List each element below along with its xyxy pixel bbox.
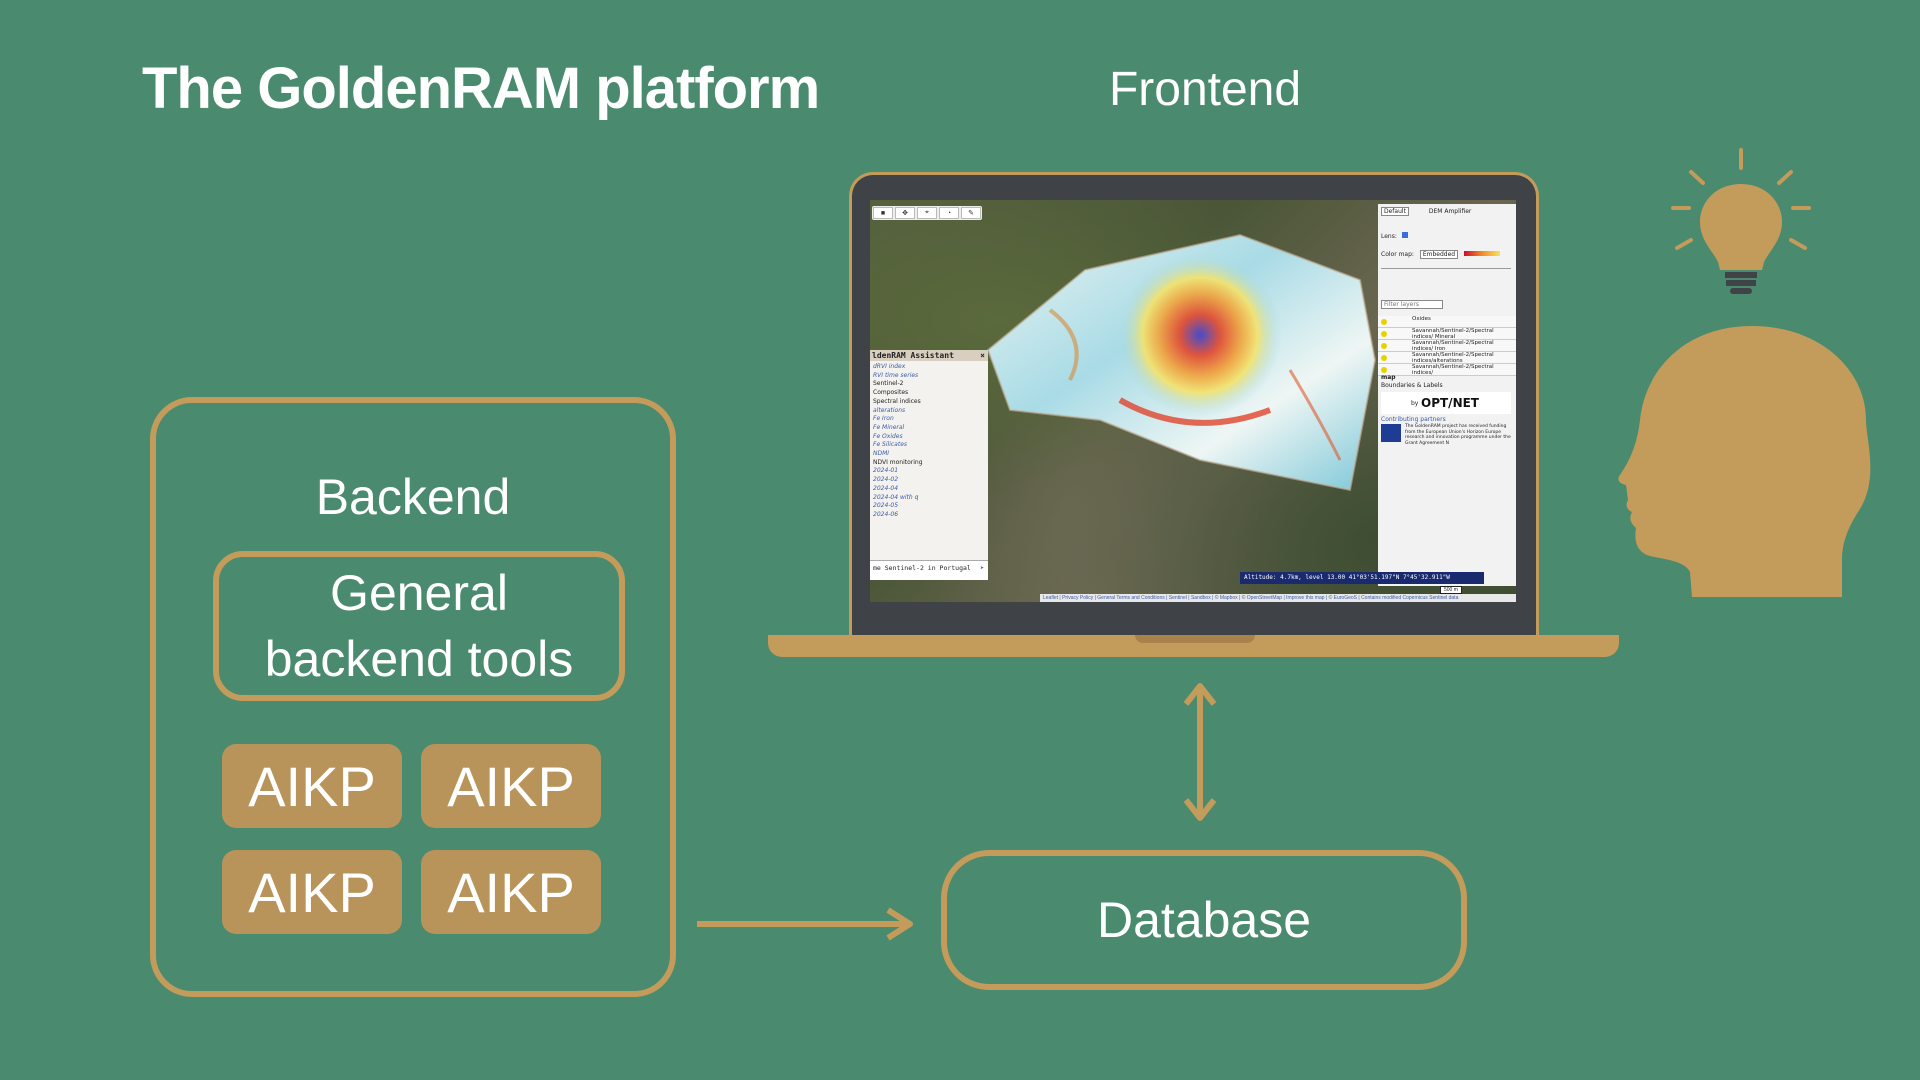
assistant-input[interactable]: me Sentinel-2 in Portugal ➤ <box>870 560 988 580</box>
attribution-bar: Leaflet | Privacy Policy | General Terms… <box>1040 594 1516 602</box>
frontend-label: Frontend <box>1108 63 1302 116</box>
send-icon[interactable]: ➤ <box>980 564 984 572</box>
page-title: The GoldenRAM platform <box>142 56 820 121</box>
layer-label: Oxides <box>1412 316 1431 322</box>
assistant-list-item[interactable]: 2024-04 <box>873 484 899 492</box>
aikp-block: AIKP <box>421 744 601 828</box>
database-box: Database <box>941 850 1467 990</box>
color-map-select[interactable]: Embedded <box>1419 250 1459 259</box>
assistant-input-text: me Sentinel-2 in Portugal <box>873 564 971 572</box>
layer-item[interactable]: Savannah/Sentinel-2/Spectral indices/ Mi… <box>1378 328 1516 340</box>
logo-strip: by OPT/NET <box>1381 392 1511 414</box>
eu-funding-text: The GoldenRAM project has received fundi… <box>1405 424 1511 446</box>
arrow-right-icon <box>697 907 913 941</box>
lens-label: Lens: <box>1381 233 1397 240</box>
move-icon[interactable]: ✥ <box>895 207 915 219</box>
double-arrow-icon <box>1183 683 1217 821</box>
backend-box: Backend General backend tools AIKP AIKP … <box>150 397 676 997</box>
layer-panel: Default DEM Amplifier Lens: Color map: E… <box>1378 204 1516 586</box>
assistant-list-item[interactable]: Fe Iron <box>873 415 894 423</box>
assistant-header: ldenRAM Assistant × <box>870 350 988 361</box>
layer-item[interactable]: Savannah/Sentinel-2/Spectral indices/alt… <box>1378 352 1516 364</box>
lens-checkbox[interactable] <box>1401 232 1408 238</box>
status-bar: Altitude: 4.7km, level 13.00 41°03'51.19… <box>1240 572 1484 584</box>
map-group[interactable]: map <box>1381 374 1396 381</box>
assistant-list-item[interactable]: alterations <box>873 406 906 414</box>
aikp-block: AIKP <box>222 744 402 828</box>
eye-icon[interactable] <box>1381 355 1387 361</box>
layer-item[interactable]: Savannah/Sentinel-2/Spectral indices/ <box>1378 364 1516 376</box>
assistant-list-item[interactable]: Fe Silicates <box>873 441 908 449</box>
laptop-notch <box>1135 635 1255 643</box>
assistant-list-item: Composites <box>873 389 909 397</box>
assistant-list-item: Spectral indices <box>873 397 921 405</box>
laptop-base <box>768 635 1619 657</box>
backend-label: Backend <box>315 469 511 525</box>
boundaries-label[interactable]: Boundaries & Labels <box>1381 382 1443 389</box>
map-toolbar: ■ ✥ ⌖ ◔ ✎ <box>872 206 982 220</box>
aikp-block: AIKP <box>421 850 601 934</box>
eye-icon[interactable] <box>1381 319 1387 325</box>
layer-label: Savannah/Sentinel-2/Spectral indices/ Ir… <box>1412 340 1494 352</box>
general-backend-tools-box: General backend tools <box>213 551 625 701</box>
dem-label: DEM Amplifier <box>1428 208 1472 215</box>
frontend-screenshot: ■ ✥ ⌖ ◔ ✎ ldenRAM Assistant × dRVI index… <box>870 200 1516 602</box>
default-select[interactable]: Default <box>1381 207 1409 216</box>
by-label: by <box>1411 400 1419 407</box>
assistant-list-item[interactable]: RVI time series <box>873 371 919 379</box>
eye-icon[interactable] <box>1381 367 1387 373</box>
measure-icon[interactable]: ⌖ <box>917 207 937 219</box>
color-ramp <box>1464 251 1501 256</box>
eye-icon[interactable] <box>1381 331 1387 337</box>
camera-icon[interactable]: ■ <box>873 207 893 219</box>
assistant-list-item[interactable]: NDMI <box>873 450 890 458</box>
draw-icon[interactable]: ✎ <box>961 207 981 219</box>
assistant-list-item[interactable]: 2024-04 with q <box>873 493 919 501</box>
assistant-title: ldenRAM Assistant <box>872 351 954 360</box>
layer-item[interactable]: Oxides <box>1378 316 1516 328</box>
layer-label: Savannah/Sentinel-2/Spectral indices/alt… <box>1412 352 1494 364</box>
assistant-list-item[interactable]: Fe Oxides <box>873 432 903 440</box>
assistant-list-item[interactable]: Fe Mineral <box>873 423 905 431</box>
slider-track[interactable] <box>1381 268 1511 269</box>
layer-label: Savannah/Sentinel-2/Spectral indices/ <box>1412 364 1494 376</box>
filter-layers-input[interactable]: Filter layers <box>1381 300 1443 309</box>
assistant-list-item[interactable]: 2024-01 <box>873 467 899 475</box>
scale-bar: 500 m <box>1440 586 1462 594</box>
close-icon[interactable]: × <box>980 351 985 360</box>
assistant-list-item[interactable]: dRVI index <box>873 363 906 370</box>
layer-label: Savannah/Sentinel-2/Spectral indices/ Mi… <box>1412 328 1494 340</box>
assistant-list-item: Sentinel-2 <box>873 380 904 388</box>
optinet-logo: OPT/NET <box>1421 396 1479 410</box>
assistant-list-item[interactable]: 2024-06 <box>873 510 899 518</box>
heatmap-overlay <box>986 233 1377 492</box>
eye-icon[interactable] <box>1381 343 1387 349</box>
assistant-list-item[interactable]: 2024-05 <box>873 502 899 510</box>
assistant-list-item[interactable]: 2024-02 <box>873 476 899 484</box>
pin-icon[interactable]: ◔ <box>939 207 959 219</box>
database-label: Database <box>1096 892 1312 948</box>
assistant-list-item: NDVI monitoring <box>873 458 923 466</box>
contributing-link[interactable]: Contributing partners <box>1381 416 1446 423</box>
aikp-block: AIKP <box>222 850 402 934</box>
layer-item[interactable]: Savannah/Sentinel-2/Spectral indices/ Ir… <box>1378 340 1516 352</box>
color-map-label: Color map: <box>1381 251 1414 258</box>
general-backend-tools-label: General backend tools <box>264 565 574 687</box>
eu-flag-icon <box>1381 424 1401 442</box>
